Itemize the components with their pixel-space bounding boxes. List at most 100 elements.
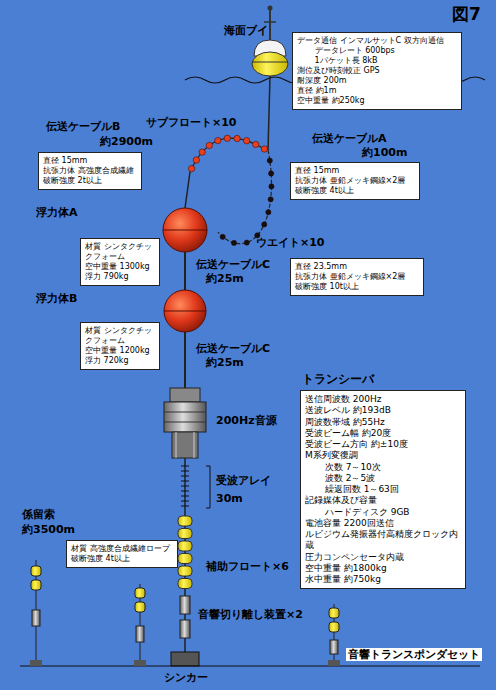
spec-line: 空中重量 1300kg: [85, 262, 155, 272]
spec-line: 破断強度 4t以上: [295, 186, 415, 196]
spec-box: 直径 15mm抗張力体 亜鉛メッキ鋼線×2層破断強度 4t以上: [290, 162, 420, 200]
spec-line: 波数 2～5波: [305, 473, 461, 484]
float-dot: [269, 184, 274, 189]
float-dot: [262, 222, 267, 227]
spec-line: 電池容量 2200回送信: [305, 518, 461, 529]
spec-line: 耐深度 200m: [297, 76, 457, 86]
transponder-set: [328, 604, 340, 666]
spec-line: データ通信 インマルサットC 双方向通信: [297, 36, 457, 46]
spec-box-border: データ通信 インマルサットC 双方向通信データレート 600bps1パケット長 …: [292, 32, 462, 110]
source-frame: [164, 422, 206, 423]
sinker: [171, 652, 199, 666]
sound-source: [164, 402, 206, 432]
part-label: 伝送ケーブルC: [196, 258, 270, 271]
part-label: 音響切り離し装置×2: [198, 608, 303, 621]
spec-box-border: 材質 シンタクチックフォーム空中重量 1200kg浮力 720kg: [80, 322, 160, 370]
panel-heading: トランシーバ: [302, 372, 466, 387]
part-label: サブフロート×10: [146, 116, 237, 129]
spec-box-border: 直径 15mm抗張力体 亜鉛メッキ鋼線×2層破断強度 4t以上: [290, 162, 420, 200]
aux-floats: [178, 516, 192, 589]
antenna-tip: [268, 6, 273, 11]
spec-box-border: 送信周波数 200Hz送波レベル 約193dB周波数帯域 約55Hz受波ビーム幅…: [300, 390, 466, 589]
acoustic-release: [180, 620, 190, 638]
part-label: 約2900m: [100, 135, 153, 148]
float-dot: [231, 240, 236, 245]
figure-number: 図7: [452, 4, 481, 24]
part-label: シンカー: [164, 671, 208, 684]
float-dot: [244, 240, 249, 245]
spec-line: 1パケット長 8kB: [297, 56, 457, 66]
part-label: 約25m: [206, 272, 244, 285]
spec-line: 材質 高強度合成繊維ロープ: [71, 544, 173, 554]
float-dot: [266, 210, 271, 215]
spec-line: 破断強度 10t以上: [295, 282, 419, 292]
float-dot: [188, 165, 194, 171]
spec-line: 直径 15mm: [295, 166, 415, 176]
hydrophone: [181, 486, 189, 487]
spec-line: 浮力 720kg: [85, 356, 155, 366]
buoy-body: [252, 52, 288, 76]
float-dot: [220, 234, 225, 239]
spec-line: 空中重量 約1800kg: [305, 563, 461, 574]
spec-line: 次数 7～10次: [305, 462, 461, 473]
aux-float: [178, 554, 192, 564]
float-dot: [206, 142, 212, 148]
part-label: 伝送ケーブルC: [196, 342, 270, 355]
spec-line: 抗張力体 亜鉛メッキ鋼線×2層: [295, 272, 419, 282]
spec-line: 受波ビーム幅 約20度: [305, 428, 461, 439]
float-dot: [268, 197, 273, 202]
spec-box-border: 直径 15mm抗張力体 高強度合成繊維破断強度 2t以上: [38, 152, 142, 190]
float-dot: [193, 157, 199, 163]
aux-float: [178, 516, 192, 526]
part-label: 浮力体B: [36, 292, 77, 305]
seabed: [20, 665, 480, 666]
float-a: [163, 208, 207, 252]
spec-line: 周波数帯域 約55Hz: [305, 417, 461, 428]
aux-float: [178, 529, 192, 539]
spec-line: 抗張力体 亜鉛メッキ鋼線×2層: [295, 176, 415, 186]
spec-line: 破断強度 2t以上: [43, 176, 137, 186]
hydrophones: [181, 466, 189, 506]
spec-line: データレート 600bps: [297, 46, 457, 56]
spec-box: 材質 シンタクチックフォーム空中重量 1300kg浮力 790kg: [80, 238, 160, 286]
spec-line: 送信周波数 200Hz: [305, 394, 461, 405]
cable-c: [184, 252, 186, 290]
float-dot: [199, 149, 205, 155]
hydrophone: [181, 491, 189, 492]
spec-box-border: 材質 シンタクチックフォーム空中重量 1300kg浮力 790kg: [80, 238, 160, 286]
part-label: 補助フロート×6: [206, 560, 289, 573]
hydrophone: [181, 506, 189, 507]
spec-line: 受波ビーム方向 約±10度: [305, 439, 461, 450]
acoustic-release: [180, 596, 190, 614]
hydrophone: [181, 466, 189, 467]
float-dot: [234, 135, 240, 141]
float-dot: [269, 171, 274, 176]
float-dot: [267, 158, 272, 163]
aux-float: [178, 541, 192, 551]
spec-line: 送波レベル 約193dB: [305, 405, 461, 416]
part-label: 音響トランスポンダセット: [346, 648, 482, 661]
spec-line: 直径 23.5mm: [295, 262, 419, 272]
spec-line: 空中重量 1200kg: [85, 346, 155, 356]
source-frame: [194, 432, 195, 458]
spec-line: 直径 15mm: [43, 156, 137, 166]
hydrophone: [181, 481, 189, 482]
spec-line: 測位及び時刻較正 GPS: [297, 66, 457, 76]
float-seam: [163, 230, 207, 231]
float-dot: [243, 138, 249, 144]
float-dot: [215, 137, 221, 143]
float-dot: [253, 141, 259, 147]
spec-box: 直径 15mm抗張力体 高強度合成繊維破断強度 2t以上: [38, 152, 142, 190]
part-label: 30m: [216, 492, 243, 505]
spec-line: 直径 約1m: [297, 86, 457, 96]
transponder-set: [134, 584, 146, 666]
spec-panel: トランシーバ送信周波数 200Hz送波レベル 約193dB周波数帯域 約55Hz…: [300, 372, 466, 589]
part-label: 受波アレイ: [216, 474, 271, 487]
spec-line: 空中重量 約250kg: [297, 96, 457, 106]
weight-cable: [218, 150, 271, 244]
spec-box: データ通信 インマルサットC 双方向通信データレート 600bps1パケット長 …: [292, 32, 462, 110]
aux-float: [178, 579, 192, 589]
spec-line: ルビジウム発振器付高精度クロック内蔵: [305, 529, 461, 552]
float-b: [164, 290, 206, 332]
